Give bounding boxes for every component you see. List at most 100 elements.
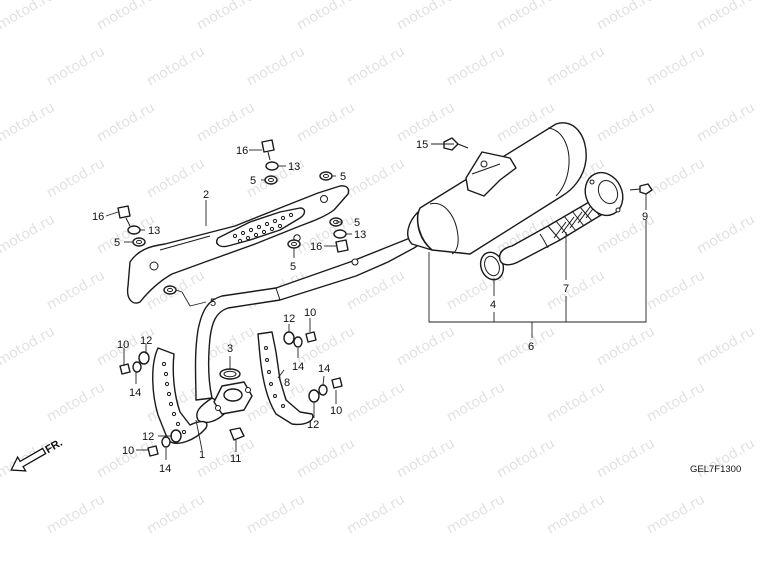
washer-14-lower[interactable]	[161, 436, 171, 448]
watermark-tile: motod.ru	[694, 0, 758, 33]
bolt-10-lower[interactable]	[147, 445, 159, 457]
callout-5-left: 5	[114, 237, 120, 249]
collar-5-bottom[interactable]	[163, 285, 177, 295]
spark-arrester[interactable]	[498, 166, 630, 266]
callout-16-left: 16	[92, 211, 104, 223]
watermark-tile: motod.ru	[644, 267, 708, 313]
callout-5-bottom: 5	[210, 297, 216, 309]
nut-13-mid[interactable]	[333, 229, 347, 239]
watermark-layer: motod.ru motod.ru motod.ru motod.ru motod.ru…	[0, 0, 758, 537]
heat-shield[interactable]	[126, 185, 350, 304]
watermark-tile: motod.ru	[244, 43, 308, 89]
callout-labels: 1 2 3 4 5 5 5 5 5 5 6 7 8 9 10 10 10 10 …	[92, 139, 648, 475]
bolt-10-guard[interactable]	[305, 331, 317, 343]
watermark-tile: motod.ru	[44, 267, 108, 313]
pipe-guard-perforation	[161, 361, 187, 435]
exhaust-gasket[interactable]	[219, 368, 241, 380]
washer-14-protector[interactable]	[318, 384, 328, 396]
watermark-tile: motod.ru	[94, 99, 158, 145]
nut-13-left[interactable]	[127, 225, 141, 235]
watermark-tile: motod.ru	[544, 491, 608, 537]
callout-3: 3	[227, 343, 233, 355]
callout-13-left: 13	[148, 225, 160, 237]
collar-12-protector[interactable]	[308, 389, 320, 403]
bolt-16-top[interactable]	[261, 139, 275, 161]
watermark-tile: motod.ru	[494, 0, 558, 33]
watermark-tile: motod.ru	[144, 155, 208, 201]
collar-5-left[interactable]	[132, 237, 146, 247]
callout-7: 7	[563, 283, 569, 295]
nut-11[interactable]	[229, 427, 245, 441]
heat-shield-perforation	[232, 212, 294, 244]
watermark-tile: motod.ru	[444, 43, 508, 89]
callout-13-top: 13	[288, 161, 300, 173]
watermark-tile: motod.ru	[544, 379, 608, 425]
callout-8: 8	[284, 377, 290, 389]
bolt-16-mid[interactable]	[335, 239, 349, 253]
exhaust-flange[interactable]	[213, 381, 253, 415]
muffler[interactable]	[407, 122, 587, 255]
watermark-tile: motod.ru	[594, 323, 658, 369]
watermark-tile: motod.ru	[0, 99, 58, 145]
watermark-tile: motod.ru	[494, 323, 558, 369]
callout-16-mid: 16	[310, 241, 322, 253]
watermark-tile: motod.ru	[144, 43, 208, 89]
watermark-tile: motod.ru	[694, 99, 758, 145]
bolt-10-protector[interactable]	[331, 377, 343, 389]
callout-14-guard: 14	[292, 361, 304, 373]
bolt-9[interactable]	[629, 183, 653, 195]
watermark-tile: motod.ru	[394, 0, 458, 33]
collar-5-right-top[interactable]	[319, 171, 333, 181]
leader-lines	[105, 143, 647, 460]
callout-10-guard: 10	[304, 307, 316, 319]
watermark-tile: motod.ru	[394, 323, 458, 369]
callout-12-protector: 12	[307, 419, 319, 431]
watermark-tile: motod.ru	[194, 99, 258, 145]
pipe-protector[interactable]	[257, 331, 314, 426]
watermark-tile: motod.ru	[294, 435, 358, 481]
nut-13-top[interactable]	[265, 161, 279, 171]
pipe-protector-perforation	[264, 346, 285, 408]
spark-arrester-mesh	[547, 201, 601, 241]
watermark-tile: motod.ru	[44, 379, 108, 425]
watermark-tile: motod.ru	[0, 323, 58, 369]
watermark-tile: motod.ru	[294, 99, 358, 145]
watermark-tile: motod.ru	[0, 0, 58, 33]
watermark-tile: motod.ru	[644, 491, 708, 537]
bolt-10-upper[interactable]	[119, 363, 131, 375]
watermark-tile: motod.ru	[594, 0, 658, 33]
bolt-16-left[interactable]	[117, 205, 131, 227]
callout-14-lower: 14	[159, 463, 171, 475]
watermark-tile: motod.ru	[44, 43, 108, 89]
callout-13-mid: 13	[354, 229, 366, 241]
callout-5-shield: 5	[290, 261, 296, 273]
callout-15: 15	[416, 139, 428, 151]
watermark-tile: motod.ru	[44, 491, 108, 537]
watermark-tile: motod.ru	[444, 491, 508, 537]
callout-12-lower: 12	[142, 431, 154, 443]
collar-5-shield[interactable]	[287, 239, 301, 249]
watermark-tile: motod.ru	[394, 435, 458, 481]
callout-10-lower: 10	[122, 445, 134, 457]
washer-14-upper[interactable]	[132, 361, 142, 373]
callout-10-protector: 10	[330, 405, 342, 417]
washer-14-guard[interactable]	[293, 336, 303, 348]
collar-5-top[interactable]	[264, 175, 278, 185]
callout-5-top: 5	[250, 175, 256, 187]
callout-2: 2	[203, 189, 209, 201]
collar-12-upper[interactable]	[138, 351, 150, 365]
watermark-tile: motod.ru	[644, 379, 708, 425]
watermark-tile: motod.ru	[194, 0, 258, 33]
watermark-tile: motod.ru	[594, 435, 658, 481]
callout-10-upper: 10	[117, 339, 129, 351]
callout-11: 11	[230, 453, 241, 465]
collar-12-lower[interactable]	[170, 429, 182, 443]
pipe-guard-front[interactable]	[152, 347, 208, 444]
collar-12-guard[interactable]	[283, 331, 295, 345]
callout-14-protector: 14	[318, 363, 330, 375]
watermark-tile: motod.ru	[144, 491, 208, 537]
callout-12-guard: 12	[283, 313, 295, 325]
watermark-tile: motod.ru	[544, 43, 608, 89]
